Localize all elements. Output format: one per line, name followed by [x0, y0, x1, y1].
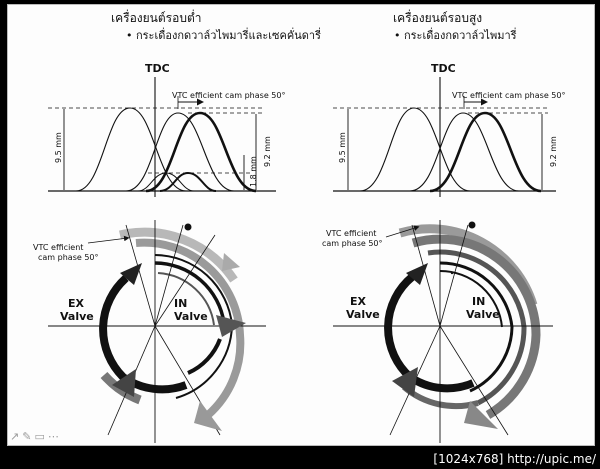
- right-wheel-note-1: VTC efficient: [326, 229, 376, 238]
- right-cam-marker: [468, 221, 476, 229]
- right-ex-label-2: Valve: [346, 308, 380, 321]
- left-lift-chart: [48, 77, 276, 197]
- right-lower-arrowhead-2: [464, 401, 498, 429]
- right-wedge-line-4: [439, 325, 509, 436]
- left-subtitle: • กระเดื่องกดวาล์วไพมารี่และเซคคั่นดารี่: [126, 27, 321, 42]
- arrow-icon[interactable]: ↗: [10, 430, 23, 443]
- left-lower-arrowhead-1: [112, 369, 136, 397]
- right-exhaust-ring: [384, 273, 475, 393]
- left-wheel-note-1: VTC efficient: [33, 243, 83, 252]
- left-intake-curve: [125, 112, 235, 192]
- slide-pen-tools[interactable]: ↗✎▭⋯: [10, 430, 62, 443]
- left-title: เครื่องยนต์รอบต่ำ: [111, 9, 201, 25]
- right-lower-arrowhead-1: [392, 367, 418, 397]
- left-exhaust-ring-end: [187, 338, 222, 375]
- right-cam-note: VTC efficient cam phase 50°: [452, 91, 565, 100]
- right-lift-chart: [333, 77, 556, 197]
- left-intake-ring-1: [154, 261, 226, 324]
- left-lower-arrowhead-2: [194, 401, 222, 431]
- left-in-label-1: IN: [174, 297, 187, 310]
- left-intake-arrowhead: [216, 315, 246, 337]
- valve-timing-diagram: เครื่องยนต์รอบต่ำ • กระเดื่องกดวาล์วไพมา…: [33, 9, 565, 443]
- right-wheel-note-2: cam phase 50°: [322, 239, 383, 248]
- left-intake-ring-3: [157, 272, 215, 326]
- right-note-pointer: [385, 225, 420, 238]
- right-tdc-label: TDC: [431, 62, 456, 75]
- left-panel: เครื่องยนต์รอบต่ำ • กระเดื่องกดวาล์วไพมา…: [33, 9, 321, 443]
- left-wedge-line-2: [154, 224, 184, 327]
- right-title: เครื่องยนต์รอบสูง: [393, 9, 482, 26]
- right-in-label-2: Valve: [466, 308, 500, 321]
- left-secondary-curve: [137, 172, 195, 192]
- left-outer-arc-3: [100, 371, 142, 405]
- left-in-label-2: Valve: [174, 310, 208, 323]
- right-in-lift-label: 9.2 mm: [549, 136, 558, 167]
- left-wedge-line-1: [125, 224, 156, 327]
- menu-icon[interactable]: ▭: [34, 430, 48, 443]
- right-intake-ring-2: [439, 269, 503, 328]
- right-center-dot: [450, 271, 454, 275]
- right-intake-curve: [409, 112, 520, 192]
- right-ex-label-1: EX: [350, 295, 367, 308]
- left-timing-wheel: [48, 220, 266, 443]
- right-outer-arc-3: [427, 249, 527, 406]
- right-exhaust-arrowhead: [406, 263, 428, 285]
- left-exhaust-curve: [75, 107, 187, 192]
- left-outer-arc-2: [135, 238, 245, 418]
- left-tdc-label: TDC: [145, 62, 170, 75]
- left-cam-marker: [184, 223, 192, 231]
- left-wedge-line-3: [154, 234, 216, 327]
- left-secondary-shifted-curve: [159, 171, 217, 192]
- left-note-pointer: [87, 235, 130, 244]
- right-ex-lift-label: 9.5 mm: [338, 132, 347, 163]
- more-icon[interactable]: ⋯: [47, 430, 62, 443]
- left-wheel-note-2: cam phase 50°: [38, 253, 99, 262]
- left-ex-label-1: EX: [68, 297, 85, 310]
- left-ex-label-2: Valve: [60, 310, 94, 323]
- pen-icon[interactable]: ✎: [22, 430, 35, 443]
- right-intake-ring-1: [439, 261, 514, 393]
- right-wedge-line-2: [439, 224, 469, 327]
- left-in-lift-label: 9.2 mm: [263, 136, 272, 167]
- right-intake-shifted-curve: [429, 111, 542, 193]
- right-exhaust-curve: [359, 107, 471, 192]
- right-outer-arc-2: [411, 234, 541, 419]
- left-exhaust-ring: [99, 275, 188, 394]
- right-timing-wheel: [333, 220, 553, 443]
- left-exhaust-arrowhead: [120, 263, 142, 285]
- right-wedge-line-1: [411, 224, 441, 327]
- right-subtitle: • กระเดื่องกดวาล์วไพมารี่: [394, 27, 517, 42]
- left-cam-note: VTC efficient cam phase 50°: [172, 91, 285, 100]
- right-panel: เครื่องยนต์รอบสูง • กระเดื่องกดวาล์วไพมา…: [322, 9, 565, 443]
- diagram-sheet: เครื่องยนต์รอบต่ำ • กระเดื่องกดวาล์วไพมา…: [7, 4, 595, 446]
- left-upper-arrowhead: [222, 253, 240, 271]
- left-ex-lift-label: 9.5 mm: [54, 132, 63, 163]
- right-in-label-1: IN: [472, 295, 485, 308]
- left-sec-lift-label: 1.8 mm: [249, 156, 258, 187]
- image-source-caption: [1024x768] http://upic.me/: [433, 452, 596, 466]
